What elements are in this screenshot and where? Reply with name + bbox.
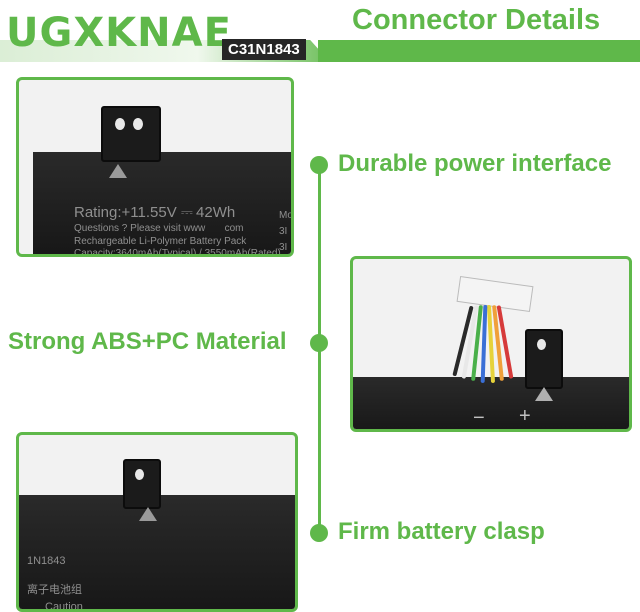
battery-body xyxy=(353,377,629,429)
timeline-dot-2 xyxy=(310,334,328,352)
questions-text: Questions ? Please visit www com xyxy=(74,223,244,234)
model-badge: C31N1843 xyxy=(222,39,306,60)
side-text-2: 3I xyxy=(279,226,288,237)
capacity-text: Capacity:3640mAh(Typical) / 3550mAh(Rate… xyxy=(74,248,281,257)
header-stripe-right xyxy=(318,40,640,62)
feature-material: Strong ABS+PC Material xyxy=(8,328,287,355)
chinese-text: 离子电池组 xyxy=(27,584,82,596)
timeline-dot-1 xyxy=(310,156,328,174)
tab-hole xyxy=(537,339,546,350)
triangle-marker xyxy=(139,507,157,521)
connector-tab xyxy=(525,329,563,389)
side-text-1: Mo xyxy=(279,210,293,221)
triangle-marker xyxy=(535,387,553,401)
photo-connector-cable: − + xyxy=(350,256,632,432)
triangle-marker xyxy=(109,164,127,178)
feature-power-interface: Durable power interface xyxy=(338,150,612,177)
side-text-3: 3I xyxy=(279,242,288,253)
page-title: Connector Details xyxy=(352,4,601,36)
pack-text: Rechargeable Li-Polymer Battery Pack xyxy=(74,236,247,247)
tab-hole-right xyxy=(133,118,143,130)
photo-battery-clasp: 1N1843 离子电池组 Caution xyxy=(16,432,298,612)
brand-logo: UGXKNAE xyxy=(6,10,232,56)
timeline-dot-3 xyxy=(310,524,328,542)
rating-text: Rating:+11.55V ⎓ 42Wh xyxy=(74,204,236,221)
connector-tab xyxy=(101,106,161,162)
photo-power-interface: Rating:+11.55V ⎓ 42Wh Questions ? Please… xyxy=(16,77,294,257)
clasp-tab xyxy=(123,459,161,509)
minus-sign: − xyxy=(473,407,485,429)
plus-sign: + xyxy=(519,405,531,427)
tab-hole-left xyxy=(115,118,125,130)
tab-hole xyxy=(135,469,144,480)
feature-clasp: Firm battery clasp xyxy=(338,518,545,545)
battery-body xyxy=(33,152,291,254)
battery-body xyxy=(19,495,295,609)
model-text: 1N1843 xyxy=(27,555,66,567)
caution-text: Caution xyxy=(45,601,83,612)
